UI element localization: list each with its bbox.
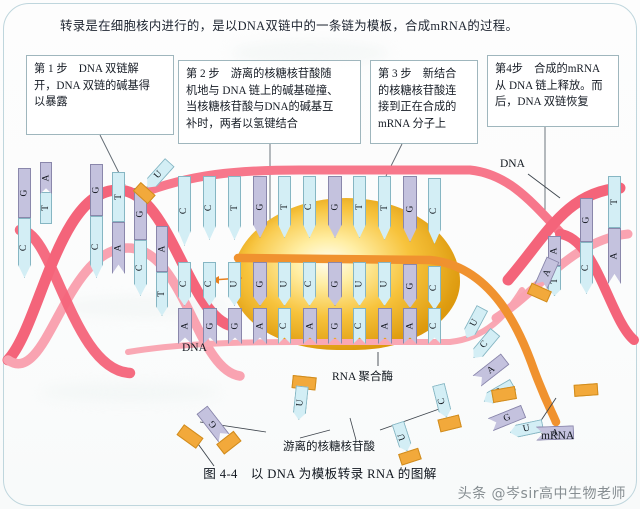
mrna-base-3: U bbox=[228, 262, 241, 306]
step2-line4: 补时，两者以氢键结合 bbox=[186, 117, 298, 130]
watermark: 头条 @岑sir高中生物老师 bbox=[457, 486, 626, 502]
step-box-2: 第 2 步 游离的核糖核苷酸随 机地与 DNA 链上的碱基碰撞、 当核糖核苷酸与… bbox=[178, 60, 361, 144]
step1-line1: 第 1 步 DNA 双链解 bbox=[34, 63, 139, 75]
mrna-base-4: G bbox=[253, 262, 267, 306]
dna-backbone-left-a-front bbox=[14, 224, 136, 379]
dna-backbone-right-c bbox=[555, 229, 639, 345]
figure-caption: 图 4-4 以 DNA 为模板转录 RNA 的图解 bbox=[203, 467, 437, 481]
step2-line2: 机地与 DNA 链上的碱基碰撞、 bbox=[186, 84, 339, 97]
step3-line1: 第 3 步 新结合 bbox=[378, 68, 457, 80]
base-left-top-4: T bbox=[112, 172, 125, 222]
step4-line3: 后，DNA 双链恢复 bbox=[495, 96, 589, 108]
base-right-top-2: G bbox=[580, 198, 593, 242]
step2-line3: 当核糖核苷酸与DNA的碱基互 bbox=[186, 101, 334, 113]
dna-backbone-right-a bbox=[502, 182, 626, 286]
template-base-2: C bbox=[203, 176, 216, 240]
mrna-base-1: C bbox=[178, 262, 191, 306]
mrna-base-7: G bbox=[328, 262, 342, 306]
page-title: 转录是在细胞核内进行的，是以DNA双链中的一条链为模板，合成mRNA的过程。 bbox=[60, 19, 519, 33]
base-left-bottom-6: T bbox=[156, 272, 168, 316]
template-base-10: G bbox=[403, 176, 417, 242]
pointer-free-nt-1 bbox=[299, 429, 331, 439]
base-left-bottom-1: C bbox=[18, 218, 31, 278]
paper-blotch bbox=[40, 382, 220, 402]
label-dna-left: DNA bbox=[182, 342, 207, 354]
rna-polymerase-blob bbox=[232, 198, 460, 350]
base-left-bottom-5: C bbox=[134, 240, 147, 296]
base-left-top-3: G bbox=[90, 164, 103, 216]
template-base-7: G bbox=[328, 176, 342, 238]
step-box-1: 第 1 步 DNA 双链解 开，DNA 双链的碱基得 以暴露 bbox=[26, 55, 174, 135]
template-base-6: C bbox=[303, 176, 316, 238]
label-mrna: mRNA bbox=[541, 430, 575, 442]
label-dna-right: DNA bbox=[500, 158, 525, 170]
base-left-top-1: G bbox=[18, 168, 31, 218]
mrna-backbone bbox=[233, 253, 561, 427]
pointer-free-nt-3 bbox=[379, 407, 443, 431]
mrna-base-2: C bbox=[203, 262, 216, 306]
template-base-11: C bbox=[428, 178, 441, 244]
mrna-base-9: U bbox=[378, 262, 391, 306]
step2-line1: 第 2 步 游离的核糖核苷酸随 bbox=[186, 68, 332, 80]
mrna-base-8: U bbox=[353, 262, 366, 306]
base-right-top-3: T bbox=[608, 176, 621, 228]
free-sugar-loose-2 bbox=[573, 383, 599, 397]
template-base-4: G bbox=[253, 176, 267, 238]
step4-line1: 第4步 合成的mRNA bbox=[495, 63, 601, 75]
template-base-5: T bbox=[278, 176, 291, 238]
step-box-4: 第4步 合成的mRNA 从 DNA 链上释放。而 后，DNA 双链恢复 bbox=[487, 55, 619, 127]
base-left-bottom-3: C bbox=[90, 216, 103, 278]
template-base-3: T bbox=[228, 176, 241, 240]
label-rna-polymerase: RNA 聚合酶 bbox=[332, 371, 394, 383]
label-free-nucleotides: 游离的核糖核苷酸 bbox=[283, 441, 375, 453]
step4-line2: 从 DNA 链上释放。而 bbox=[495, 79, 603, 92]
mrna-base-10: G bbox=[403, 264, 417, 308]
pointer-free-nt-2 bbox=[349, 417, 357, 441]
step1-line2: 开，DNA 双链的碱基得 bbox=[34, 79, 150, 92]
step1-line3: 以暴露 bbox=[34, 96, 68, 108]
base-right-bottom-2: C bbox=[580, 242, 593, 294]
template-base-1: C bbox=[178, 176, 191, 246]
step-box-3: 第 3 步 新结合 的核糖核苷酸连 接到正在合成的 mRNA 分子上 bbox=[370, 60, 478, 144]
mrna-base-5: U bbox=[278, 262, 291, 306]
step3-line2: 的核糖核苷酸连 bbox=[378, 84, 457, 97]
step3-line4: mRNA 分子上 bbox=[378, 117, 447, 130]
template-base-8: T bbox=[353, 176, 366, 238]
base-left-top-6: A bbox=[156, 226, 168, 272]
template-base-9: T bbox=[378, 176, 391, 240]
transcription-diagram: G C T A G C T A G C A T C C T G T C G T … bbox=[0, 130, 640, 467]
step3-line3: 接到正在合成的 bbox=[378, 101, 457, 113]
pointer-dna-right bbox=[527, 173, 561, 199]
mrna-base-6: C bbox=[303, 262, 316, 306]
base-left-top-2: T bbox=[40, 192, 52, 224]
